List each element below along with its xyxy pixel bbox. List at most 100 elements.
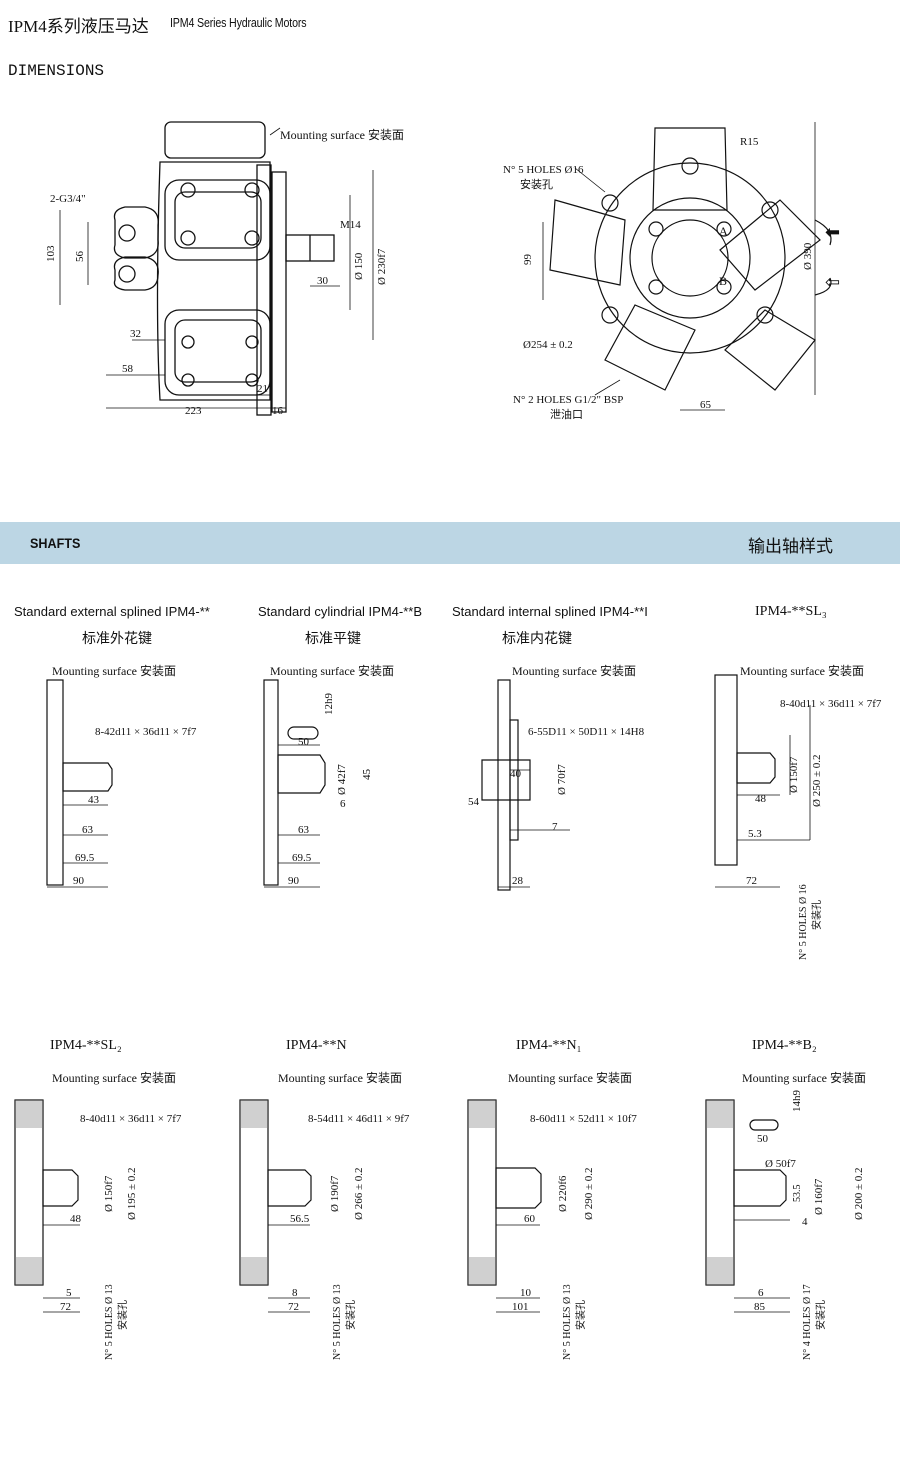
s3-54: 54 <box>468 796 480 808</box>
dim-21: 21 <box>257 383 268 395</box>
s7-mount: Mounting surface 安装面 <box>508 1070 632 1085</box>
holes2-cn: 泄油口 <box>550 407 583 421</box>
s6-spec: 8-54d11 × 46d11 × 9f7 <box>308 1113 410 1125</box>
shaft8-title: IPM4-**B₂ <box>752 1038 817 1053</box>
dim-230: Ø 230f7 <box>376 248 388 285</box>
s2-k50: 50 <box>298 736 310 748</box>
shaft2-cn: 标准平键 <box>305 632 361 647</box>
dim-65: 65 <box>700 399 712 411</box>
s5-b: 5 <box>66 1287 72 1299</box>
s8-dia: Ø 160f7 <box>813 1178 825 1215</box>
shafts-row2-drawings: Mounting surface 安装面 8-40d11 × 36d11 × 7… <box>14 1070 866 1360</box>
s3-mount: Mounting surface 安装面 <box>512 663 636 678</box>
s6-holes: N° 5 HOLES Ø 13 <box>332 1284 343 1360</box>
s5-c: 72 <box>60 1301 71 1313</box>
s1-d: 90 <box>73 875 85 887</box>
s2-b: 63 <box>298 824 310 836</box>
s6-c: 72 <box>288 1301 299 1313</box>
s4-dia2: Ø 250 ± 0.2 <box>811 755 823 807</box>
holes5-label: N° 5 HOLES Ø16 <box>503 164 584 176</box>
dim-16: 16 <box>272 405 284 417</box>
s8-key: 14h9 <box>791 1090 803 1113</box>
r15-label: R15 <box>740 136 759 148</box>
s8-535: 53.5 <box>792 1185 803 1203</box>
holes5-cn: 安装孔 <box>520 177 553 191</box>
s7-a: 60 <box>524 1213 536 1225</box>
dim-99: 99 <box>522 254 534 266</box>
s7-b: 10 <box>520 1287 532 1299</box>
s6-holes-cn: 安装孔 <box>344 1300 357 1330</box>
s5-dia: Ø 150f7 <box>103 1175 115 1212</box>
s8-holes: N° 4 HOLES Ø 17 <box>802 1284 813 1360</box>
s7-dia2: Ø 290 ± 0.2 <box>583 1168 595 1220</box>
shaft1-cn: 标准外花键 <box>82 632 152 647</box>
s8-mount: Mounting surface 安装面 <box>742 1070 866 1085</box>
s7-holes: N° 5 HOLES Ø 13 <box>562 1284 573 1360</box>
s4-holes: N° 5 HOLES Ø 16 <box>798 884 809 960</box>
dim-103: 103 <box>45 245 57 262</box>
shaft6-title: IPM4-**N <box>286 1038 347 1053</box>
s8-holes-cn: 安装孔 <box>814 1300 827 1330</box>
shaft3-title: Standard internal splined IPM4-**I <box>452 604 648 619</box>
s7-c: 101 <box>512 1301 529 1313</box>
dim-150: Ø 150 <box>353 252 365 280</box>
shafts-label: SHAFTS <box>30 535 81 551</box>
s1-a: 43 <box>88 794 100 806</box>
page-subtitle: IPM4 Series Hydraulic Motors <box>170 15 307 30</box>
s3-28: 28 <box>512 875 524 887</box>
shaft5-title: IPM4-**SL₂ <box>50 1038 122 1053</box>
dim-32: 32 <box>130 328 141 340</box>
s5-dia2: Ø 195 ± 0.2 <box>126 1168 138 1220</box>
s7-dia: Ø 220f6 <box>557 1175 569 1212</box>
dim-m14: M14 <box>340 219 361 231</box>
s6-a: 56.5 <box>290 1213 310 1225</box>
s2-d: 90 <box>288 875 300 887</box>
s3-7: 7 <box>552 821 558 833</box>
s4-53: 5.3 <box>748 828 762 840</box>
shaft3-cn: 标准内花键 <box>502 632 572 647</box>
s4-dia: Ø 150f7 <box>788 756 800 793</box>
dim-30: 30 <box>317 275 329 287</box>
s3-spec: 6-55D11 × 50D11 × 14H8 <box>528 726 645 738</box>
shafts-row1-drawings: Mounting surface 安装面 8-42d11 × 36d11 × 7… <box>46 663 882 960</box>
s2-dia: Ø 42f7 <box>336 764 348 795</box>
s6-dia: Ø 190f7 <box>329 1175 341 1212</box>
s4-48: 48 <box>755 793 767 805</box>
s1-c: 69.5 <box>75 852 95 864</box>
arrow-left-icon: ⬅ <box>825 222 840 242</box>
s2-c: 69.5 <box>292 852 312 864</box>
shaft7-title: IPM4-**N₁ <box>516 1038 582 1053</box>
shafts-label-cn: 输出轴样式 <box>748 537 833 556</box>
s1-b: 63 <box>82 824 94 836</box>
s4-72: 72 <box>746 875 757 887</box>
dim-56: 56 <box>74 251 86 263</box>
s1-mount: Mounting surface 安装面 <box>52 663 176 678</box>
page-title: IPM4系列液压马达 <box>8 17 149 36</box>
s4-spec: 8-40d11 × 36d11 × 7f7 <box>780 698 882 710</box>
s5-holes-cn: 安装孔 <box>116 1300 129 1330</box>
s8-b: 6 <box>758 1287 764 1299</box>
s3-40: 40 <box>510 768 522 780</box>
shaft2-title: Standard cylindrial IPM4-**B <box>258 604 423 619</box>
s2-45: 45 <box>361 769 373 781</box>
s5-holes: N° 5 HOLES Ø 13 <box>104 1284 115 1360</box>
s4-holes-cn: 安装孔 <box>810 900 823 930</box>
s2-6: 6 <box>340 798 346 810</box>
s8-4: 4 <box>802 1216 808 1228</box>
arrow-left-outline-icon: ⇦ <box>825 272 840 292</box>
s6-mount: Mounting surface 安装面 <box>278 1070 402 1085</box>
holes2-label: N° 2 HOLES G1/2" BSP <box>513 394 623 406</box>
side-view-drawing: Mounting surface 安装面 2-G3/4" 103 56 M14 … <box>45 121 404 417</box>
s3-dia: Ø 70f7 <box>556 764 568 795</box>
shaft1-title: Standard external splined IPM4-** <box>14 604 210 619</box>
port-a: A <box>719 224 728 238</box>
s4-mount: Mounting surface 安装面 <box>740 663 864 678</box>
shaft4-title: IPM4-**SL₃ <box>755 604 827 619</box>
s8-d50: Ø 50f7 <box>765 1158 796 1170</box>
s2-key: 12h9 <box>323 693 335 716</box>
shafts-band: SHAFTS 输出轴样式 <box>0 522 900 564</box>
s1-spec: 8-42d11 × 36d11 × 7f7 <box>95 726 197 738</box>
pcd-label: Ø254 ± 0.2 <box>523 339 573 351</box>
s5-a: 48 <box>70 1213 82 1225</box>
port-label: 2-G3/4" <box>50 193 86 205</box>
